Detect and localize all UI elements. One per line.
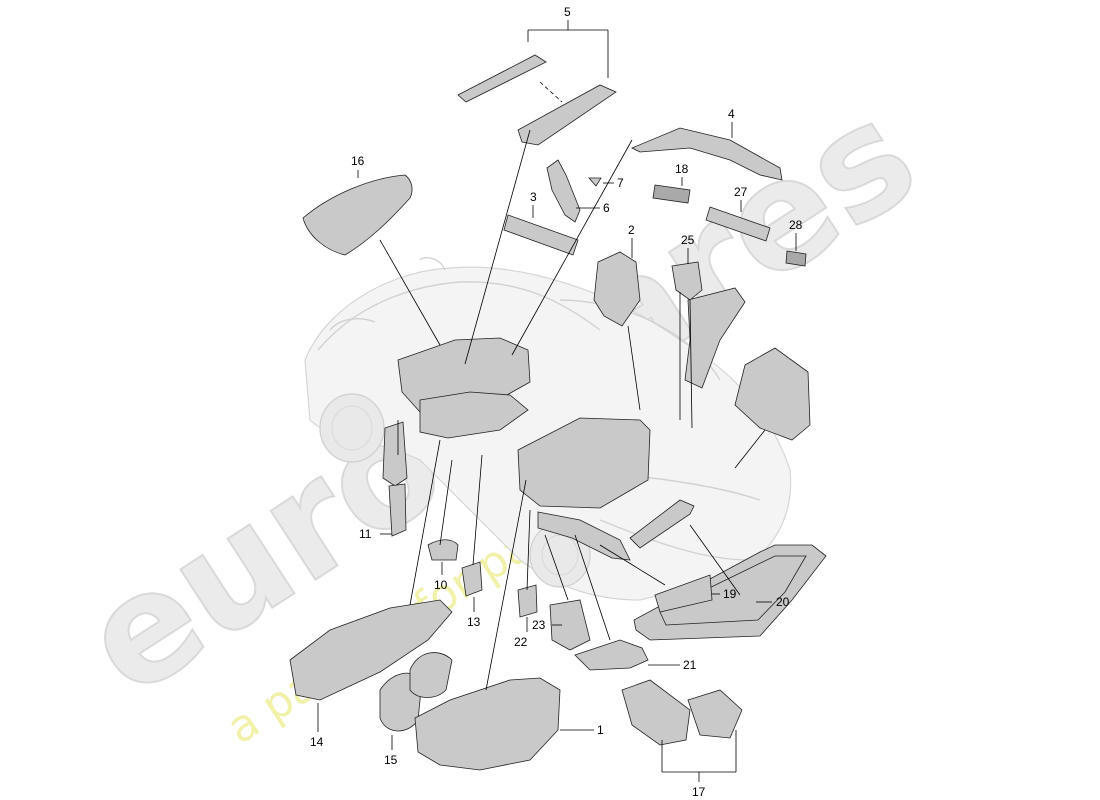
callout-13: 13 <box>467 615 481 629</box>
callout-19: 19 <box>723 587 737 601</box>
callout-18: 18 <box>675 162 689 176</box>
rear-wheel <box>319 393 385 463</box>
part-panel-10 <box>427 539 459 561</box>
callout-5: 5 <box>564 5 571 19</box>
part-floor-panel-14 <box>289 599 453 701</box>
callout-3: 3 <box>530 190 537 204</box>
part-pad-19 <box>654 574 713 613</box>
callout-25: 25 <box>681 233 695 247</box>
part-rear-bulkhead-lower <box>419 391 529 439</box>
callout-17: 17 <box>692 785 706 799</box>
callout-7: 7 <box>617 176 624 190</box>
part-side-member-17 <box>621 679 691 746</box>
callout-22: 22 <box>514 635 528 649</box>
part-luggage-panel <box>414 677 561 771</box>
part-front-crossbar <box>629 499 695 549</box>
part-panel-11 <box>382 421 408 487</box>
part-bracket-23 <box>549 599 591 651</box>
part-pad-28 <box>785 250 807 267</box>
part-strip-27 <box>705 206 771 242</box>
part-clip <box>588 177 602 187</box>
callout-28: 28 <box>789 218 803 232</box>
part-strip-3 <box>503 214 579 256</box>
part-rear-bulkhead <box>397 337 531 413</box>
part-rear-lid-panel <box>302 174 413 256</box>
callout-4: 4 <box>728 107 735 121</box>
part-pillar-brace <box>546 159 581 223</box>
part-panel-25 <box>671 261 703 301</box>
callout-1: 1 <box>597 723 604 737</box>
part-front-strut <box>537 511 631 561</box>
part-bracket-21 <box>574 639 649 671</box>
callout-14: 14 <box>310 735 324 749</box>
leader-lines <box>317 20 797 782</box>
callout-11: 11 <box>359 527 372 541</box>
callout-21: 21 <box>683 658 697 672</box>
callout-labels: 5 4 16 7 18 27 3 6 28 2 25 11 10 19 20 1… <box>310 5 803 799</box>
part-wheelhouse-right <box>734 347 811 441</box>
part-front-bulkhead <box>517 417 651 509</box>
callout-16: 16 <box>351 154 365 168</box>
part-roof-cross-member <box>457 54 617 146</box>
callout-10: 10 <box>434 578 448 592</box>
part-bracket-22 <box>517 584 538 618</box>
callout-27: 27 <box>734 185 748 199</box>
part-roof-frame-side <box>631 127 783 181</box>
callout-20: 20 <box>776 595 790 609</box>
part-wheelhouse-liner <box>684 287 746 389</box>
part-block-18 <box>652 184 691 204</box>
callout-15: 15 <box>384 753 398 767</box>
callout-2: 2 <box>628 223 635 237</box>
part-panel-2 <box>593 251 641 327</box>
callout-23: 23 <box>532 618 546 632</box>
part-bracket-13 <box>461 561 483 597</box>
callout-6: 6 <box>603 201 610 215</box>
